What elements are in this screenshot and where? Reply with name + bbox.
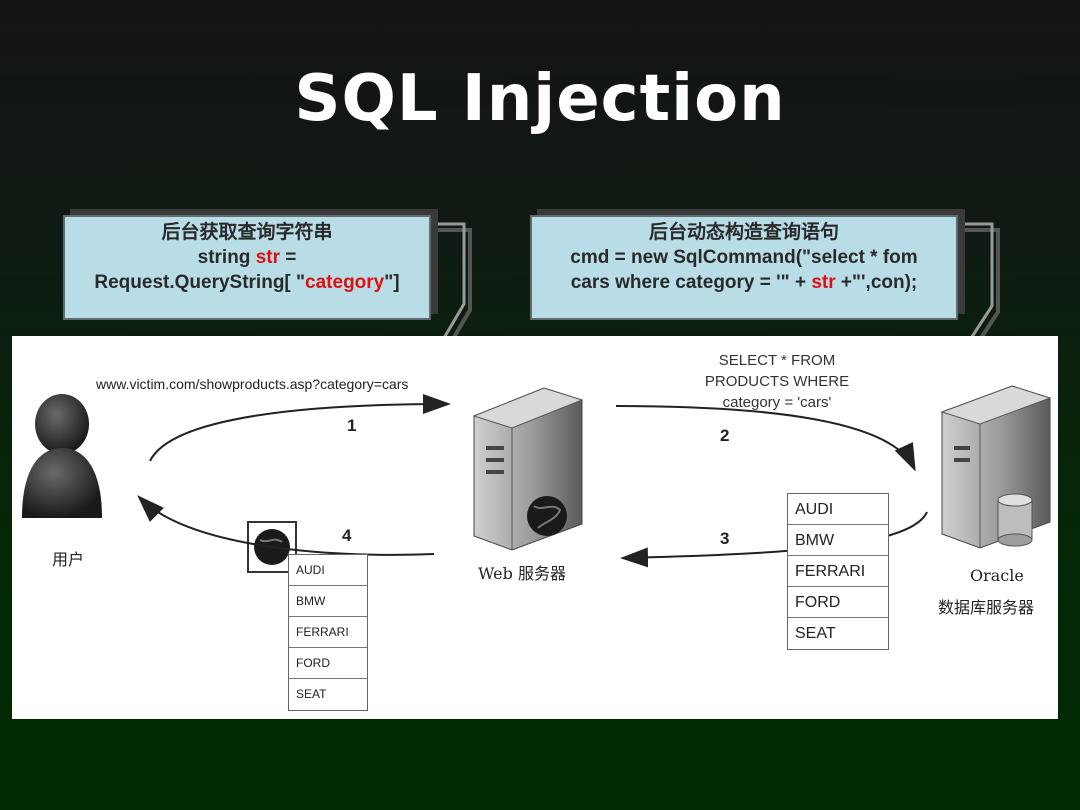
user-icon xyxy=(22,394,102,518)
web-server-icon xyxy=(472,387,584,551)
callout-query-string: 后台获取查询字符串 string str = Request.QueryStri… xyxy=(63,215,431,320)
highlight-key: category xyxy=(305,272,385,293)
table-row: FERRARI xyxy=(289,617,367,648)
code-text: = xyxy=(279,247,297,268)
table-row: BMW xyxy=(788,525,888,556)
db-result-table: AUDI BMW FERRARI FORD SEAT xyxy=(787,493,889,650)
highlight-var: str xyxy=(811,272,836,293)
callout-right-line3: cars where category = '" + str +"',con); xyxy=(532,270,956,295)
table-row: SEAT xyxy=(795,625,836,642)
callout-left-line1: 后台获取查询字符串 xyxy=(161,222,333,243)
code-text: Request.QueryString[ " xyxy=(94,272,306,293)
code-text: "] xyxy=(384,272,400,293)
table-row: BMW xyxy=(289,586,367,617)
table-row: SEAT xyxy=(296,687,327,701)
callout-dynamic-query: 后台动态构造查询语句 cmd = new SqlCommand("select … xyxy=(530,215,958,320)
sql-line-1: SELECT * FROM xyxy=(718,352,836,369)
globe-icon xyxy=(527,496,567,536)
code-text: +"',con); xyxy=(835,272,918,293)
sql-line-3: category = 'cars' xyxy=(722,394,832,411)
table-row: FERRARI xyxy=(788,556,888,587)
diagram-graphics xyxy=(22,385,1052,573)
step-2-label: 2 xyxy=(720,426,730,445)
oracle-label: Oracle xyxy=(970,566,1024,585)
db-server-label: 数据库服务器 xyxy=(938,598,1035,617)
table-row: FORD xyxy=(289,648,367,679)
step-3-label: 3 xyxy=(720,529,730,548)
page-result-table: AUDI BMW FERRARI FORD SEAT xyxy=(288,554,368,711)
sql-line-2: PRODUCTS WHERE xyxy=(704,373,850,390)
slide-title: SQL Injection xyxy=(294,62,786,136)
step-4-label: 4 xyxy=(342,526,352,545)
callout-left-line3: Request.QueryString[ "category"] xyxy=(65,270,429,295)
web-server-label: Web 服务器 xyxy=(478,564,566,583)
database-server-icon xyxy=(940,385,1052,549)
user-label: 用户 xyxy=(52,550,85,569)
step-1-label: 1 xyxy=(347,416,357,435)
callout-right-line2: cmd = new SqlCommand("select * fom xyxy=(570,247,918,268)
arrow-query xyxy=(615,405,916,472)
table-row: AUDI xyxy=(788,494,888,525)
cylinder-db-icon xyxy=(997,493,1033,547)
callout-right-line1: 后台动态构造查询语句 xyxy=(648,222,839,243)
arrow-response xyxy=(137,495,435,556)
sql-query-text: SELECT * FROM PRODUCTS WHERE category = … xyxy=(692,350,862,413)
code-text: cars where category = '" + xyxy=(570,272,812,293)
table-row: FORD xyxy=(788,587,888,618)
arrow-request xyxy=(149,394,451,462)
table-row: AUDI xyxy=(289,555,367,586)
code-text: string xyxy=(197,247,256,268)
injection-flow-diagram: www.victim.com/showproducts.asp?category… xyxy=(12,336,1058,719)
highlight-var: str xyxy=(255,247,280,268)
request-url: www.victim.com/showproducts.asp?category… xyxy=(96,376,409,392)
callout-left-line2: string str = xyxy=(65,245,429,270)
